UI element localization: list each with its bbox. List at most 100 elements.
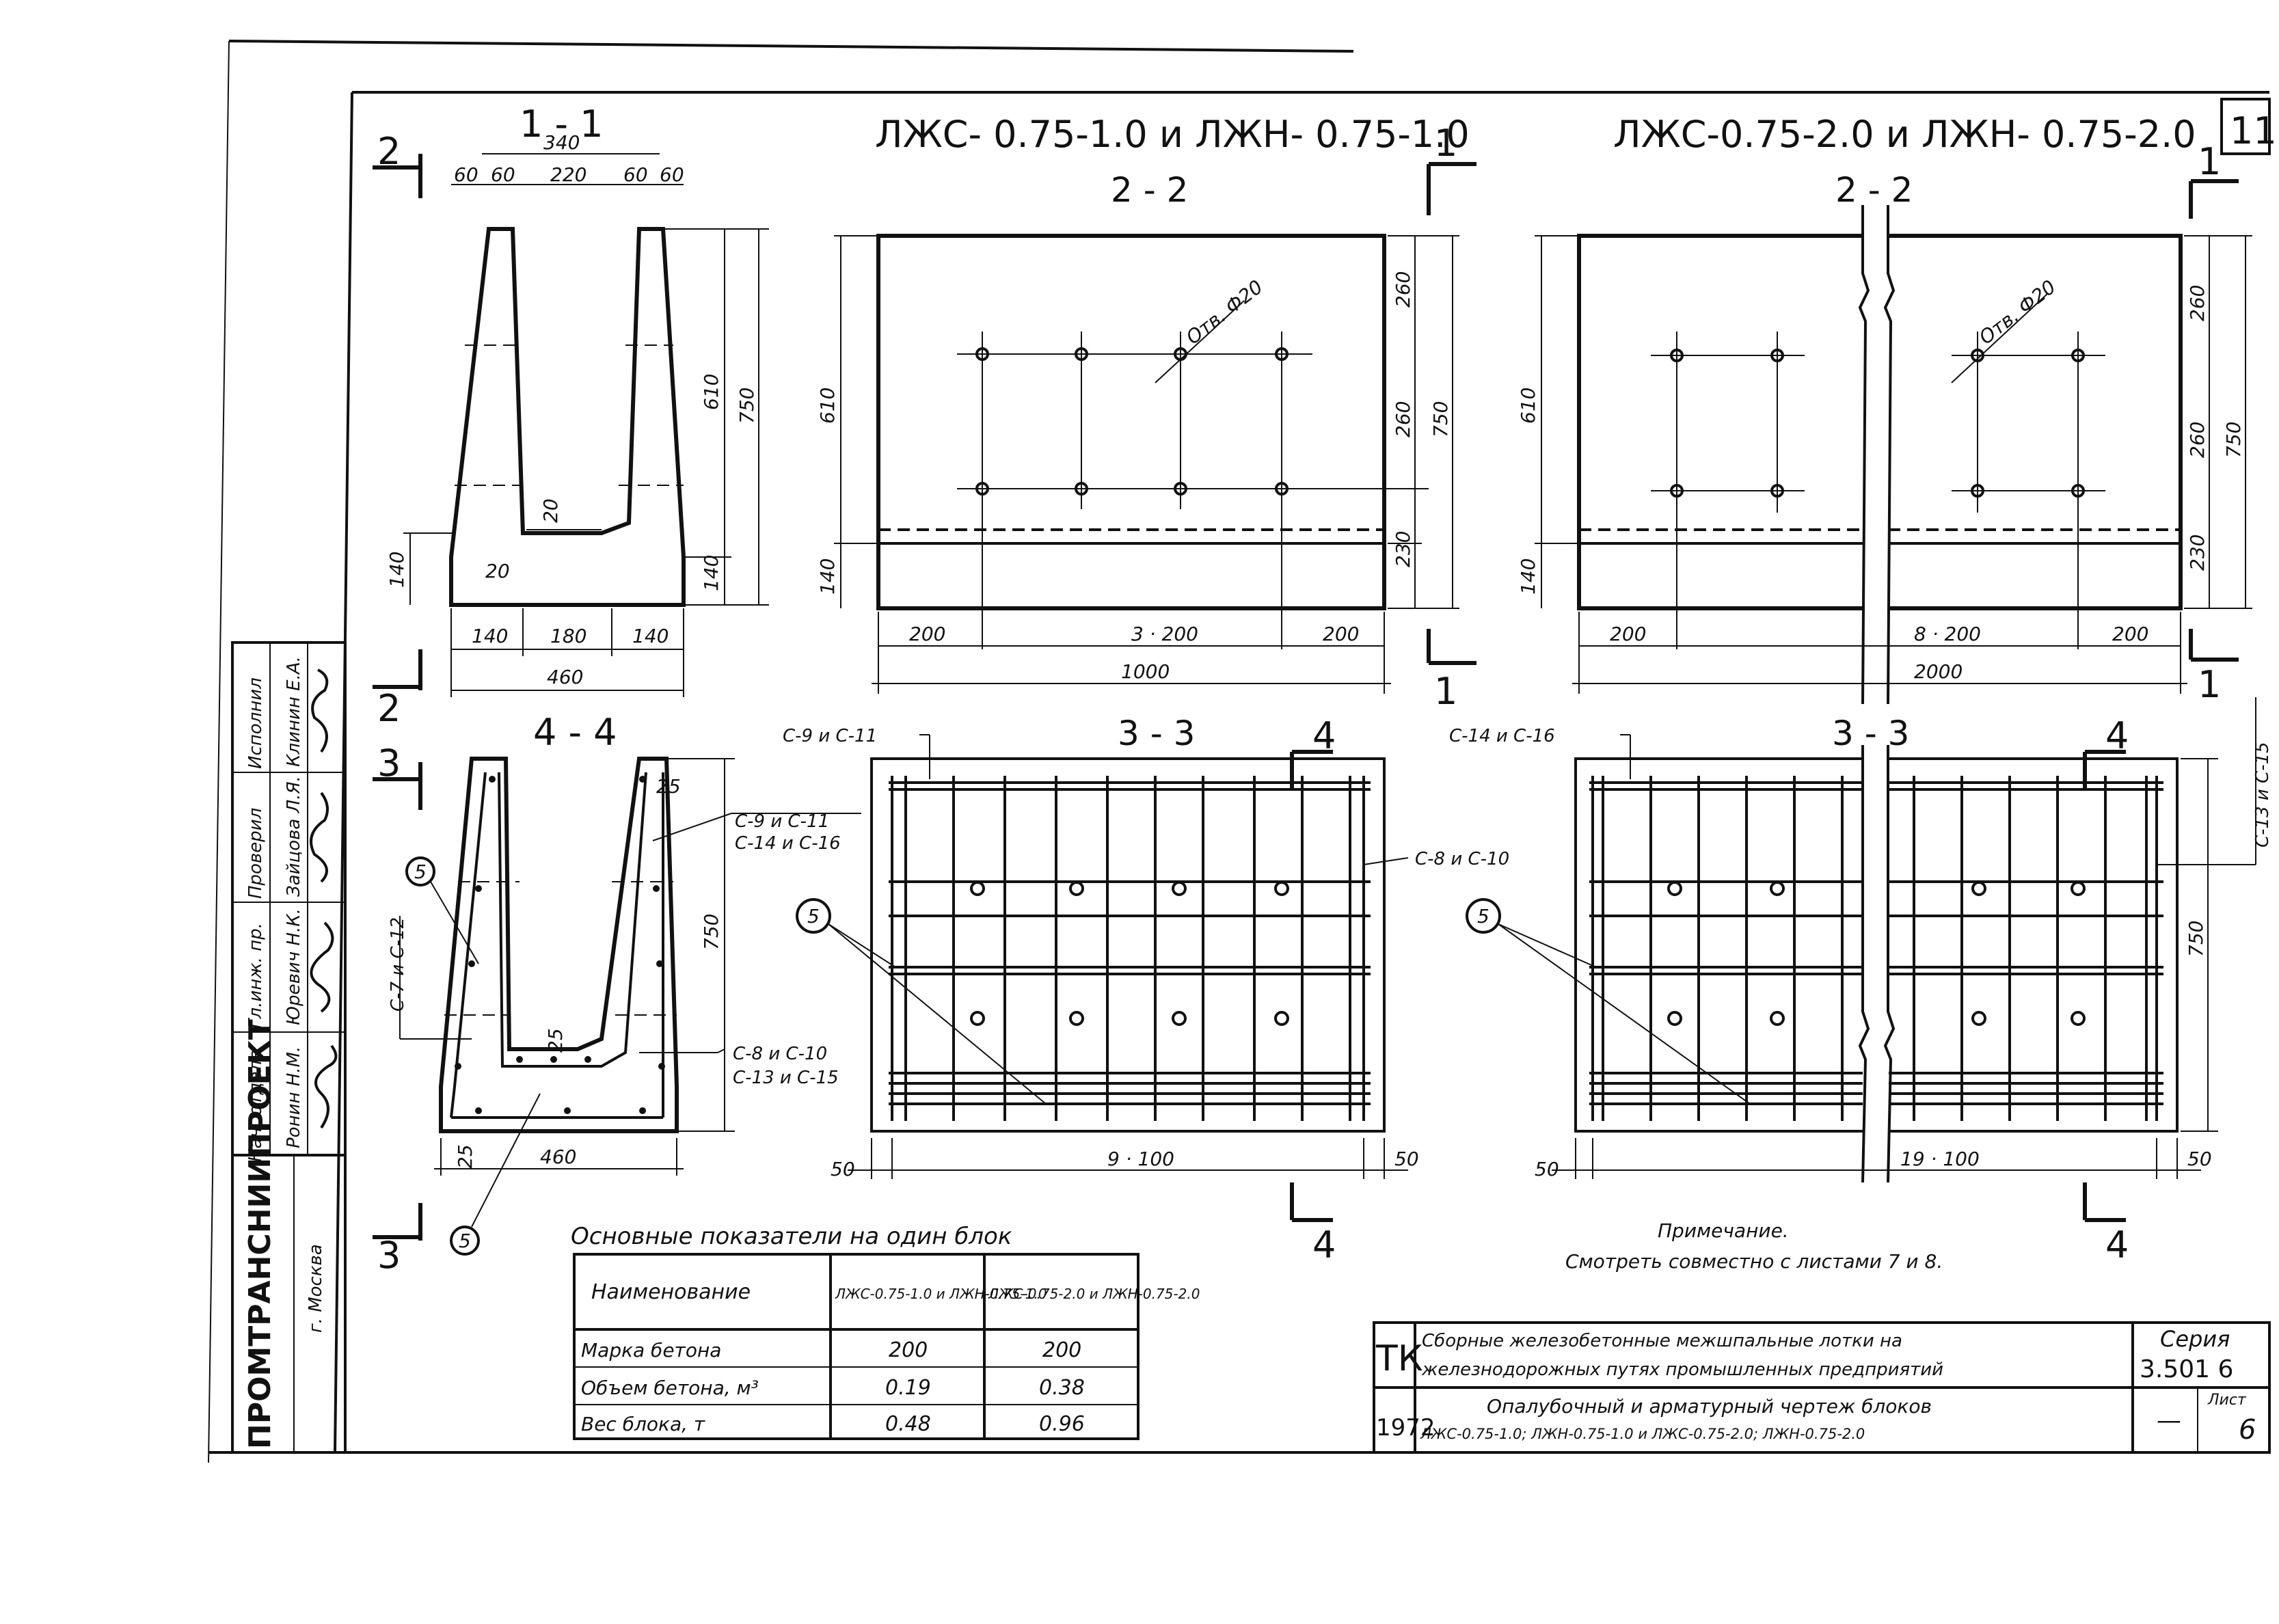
table-header-name: Наименование	[591, 1280, 751, 1304]
dim-4-4-cover-2: 25	[454, 1144, 476, 1169]
stamp-role-1: Нач. отдела	[245, 1049, 266, 1162]
org-name: ПРОМТРАНСНИИПРОЕКТ	[243, 1019, 278, 1449]
rebar-grid-left	[889, 776, 1371, 1121]
table-row-3-col2: 0.96	[1039, 1412, 1085, 1436]
holes-3-3-left	[970, 881, 1289, 1026]
section-2-2-right: 2 - 2 Отв. Ф20 200 8 · 200	[1517, 140, 2252, 706]
dim-2-2-left-bottom-3: 1000	[1121, 660, 1170, 683]
title-block-series-label: Серия	[2160, 1326, 2230, 1352]
table-row-1-col1: 200	[889, 1338, 928, 1362]
table-row-2-col1: 0.19	[885, 1376, 931, 1400]
callout-4-4-c8-c10: С-8 и С-10	[733, 1044, 827, 1064]
callout-3-3-c13-c15: С-13 и С-15	[2252, 742, 2273, 848]
title-block-line2a: Опалубочный и арматурный чертеж блоков	[1487, 1395, 1932, 1418]
signature-2	[310, 921, 334, 1013]
title-block-mark: ТК	[1375, 1338, 1423, 1379]
table-row-1-col2: 200	[1042, 1338, 1081, 1362]
callout-3-3-c14-c16: С-14 и С-16	[1449, 726, 1555, 746]
cut-mark-1-right-top: 1	[2198, 140, 2221, 183]
table-row-3-label: Вес блока, т	[581, 1413, 705, 1435]
title-block-dash: —	[2157, 1407, 2181, 1435]
position-marker-5-c	[796, 898, 831, 934]
title-block: ТК 1972 Сборные железобетонные межшпальн…	[1373, 1321, 2271, 1454]
sheet-frame: 11	[208, 40, 2277, 1463]
stamp-name-1: Ронин Н.М.	[284, 1046, 304, 1148]
dim-2-2-right-bottom-0: 200	[1610, 623, 1646, 645]
dim-3-3-right-bottom-0: 50	[1535, 1158, 1559, 1180]
table-header-col2: ЛЖС-0.75-2.0 и ЛЖН-0.75-2.0	[988, 1286, 1200, 1302]
position-5-a: 5	[414, 861, 427, 883]
dim-4-4-right: 750	[700, 914, 723, 950]
holes-right	[1651, 293, 2105, 649]
stamp-name-3: Зайцова Л.Я.	[284, 776, 304, 897]
signature-3	[310, 791, 329, 883]
dim-2-2-right-left-1: 140	[1517, 558, 1539, 595]
title-block-line2b: ЛЖС-0.75-1.0; ЛЖН-0.75-1.0 и ЛЖС-0.75-2.…	[1420, 1426, 1865, 1442]
callout-4-4-c14-c16: С-14 и С-16	[735, 833, 841, 854]
position-5-d: 5	[1477, 905, 1489, 928]
dim-2-2-left-bottom-2: 200	[1323, 623, 1359, 645]
dim-2-2-right-right-0: 260	[2186, 285, 2209, 321]
side-stamp: Нач. отдела Гл.инж. пр. Проверил Исполни…	[231, 641, 347, 1454]
stamp-role-4: Исполнил	[245, 677, 266, 769]
elevation-1000	[876, 234, 1386, 610]
dim-1-1-right-0: 610	[700, 374, 723, 410]
dim-2-2-left-bottom-1: 3 · 200	[1131, 623, 1198, 645]
heading-section-1-1: 1 - 1	[520, 103, 604, 146]
dim-3-3-left-bottom-1: 9 · 100	[1107, 1148, 1174, 1170]
table-row-2-col2: 0.38	[1039, 1376, 1085, 1400]
heading-section-4-4: 4 - 4	[533, 711, 617, 754]
dim-2-2-right-right-1: 260	[2186, 422, 2209, 458]
title-block-year: 1972	[1376, 1414, 1435, 1442]
callout-4-4-c9-c11: С-9 и С-11	[735, 811, 829, 832]
dim-1-1-top-3: 220	[550, 163, 586, 186]
dim-2-2-left-right-1: 260	[1392, 401, 1414, 437]
table-row-3-col1: 0.48	[885, 1412, 931, 1436]
dim-2-2-right-left-0: 610	[1517, 388, 1539, 424]
heading-section-2-2-left: 2 - 2	[1111, 170, 1188, 210]
dim-1-1-bottom-0: 140	[472, 625, 508, 647]
dim-1-1-right-2: 140	[700, 555, 723, 591]
dim-3-3-right-right: 750	[2185, 921, 2207, 957]
dim-4-4-cover-1: 25	[544, 1028, 567, 1053]
cut-mark-3-top: 3	[377, 742, 401, 785]
title-right: ЛЖС-0.75-2.0 и ЛЖН- 0.75-2.0	[1613, 113, 2196, 156]
dim-1-1-top-4: 60	[623, 163, 648, 186]
note: Примечание. Смотреть совместно с листами…	[1565, 1219, 1943, 1273]
table-header-col1: ЛЖС-0.75-1.0 и ЛЖН-0.75-1.0	[835, 1286, 1047, 1302]
position-5-c: 5	[807, 905, 820, 928]
stamp-name-4: Клинин Е.А.	[284, 656, 304, 767]
callout-3-3-c8-c10: С-8 и С-10	[1415, 849, 1509, 869]
dim-1-1-top-2: 60	[491, 163, 515, 186]
section-2-2-left: 2 - 2 Отв. Ф20 200 3 · 200 200 1000	[816, 122, 1476, 713]
section-1-1: 1 - 1 2 2 340 60 60 220 60 60 140 180 14…	[373, 103, 769, 730]
table-row-2-label: Объем бетона, м³	[581, 1377, 759, 1399]
dim-1-1-top-0: 340	[543, 131, 580, 154]
title-block-sheet-label: Лист	[2207, 1392, 2247, 1409]
cut-mark-2-bottom: 2	[377, 687, 401, 730]
position-5-b: 5	[459, 1230, 471, 1252]
org-city: г. Москва	[306, 1244, 326, 1333]
title-block-series-value: 3.501 6	[2140, 1355, 2233, 1383]
rebar-dots-4-4	[455, 776, 665, 1114]
dim-1-1-left-0: 140	[386, 552, 408, 588]
dim-1-1-bottom-2: 140	[632, 625, 669, 647]
hole-label-right: Отв. Ф20	[1975, 275, 2060, 349]
dim-4-4-bottom: 460	[540, 1146, 576, 1168]
dim-2-2-left-left-0: 610	[816, 388, 839, 424]
dim-2-2-left-right-3: 750	[1429, 401, 1452, 437]
dim-2-2-right-bottom-2: 200	[2112, 623, 2148, 645]
table-caption: Основные показатели на один блок	[571, 1223, 1012, 1250]
dim-1-1-right-1: 750	[736, 388, 758, 424]
dim-1-1-inner-1: 20	[539, 498, 562, 523]
heading-section-3-3-left: 3 - 3	[1118, 714, 1195, 753]
stamp-name-2: Юревич Н.К.	[284, 908, 304, 1025]
cut-mark-2-top: 2	[377, 130, 401, 173]
cut-mark-1-left-bottom: 1	[1434, 670, 1457, 713]
dim-4-4-cover-0: 25	[656, 775, 681, 798]
dim-2-2-right-right-3: 750	[2222, 422, 2245, 458]
dim-2-2-right-right-2: 230	[2186, 534, 2209, 571]
dim-3-3-left-bottom-0: 50	[831, 1158, 855, 1180]
dim-1-1-top-1: 60	[454, 163, 478, 186]
cut-mark-3-bottom: 3	[377, 1234, 401, 1277]
